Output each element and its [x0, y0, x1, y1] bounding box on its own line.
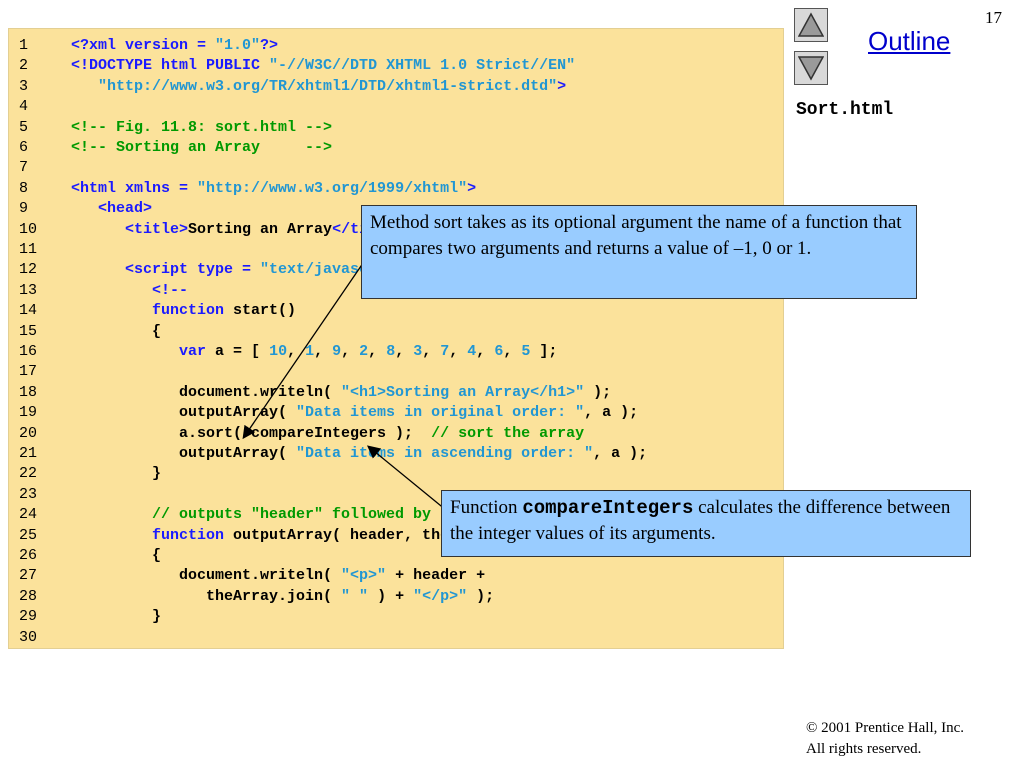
line-number: 24 — [19, 506, 38, 524]
copyright-line-1: © 2001 Prentice Hall, Inc. — [806, 720, 965, 736]
code-text: { — [71, 547, 162, 564]
code-text: <head> — [98, 200, 153, 218]
code-listing-panel: 1 <?xml version = "1.0"?> 2 <!DOCTYPE html … — [8, 28, 784, 649]
code-text: <!DOCTYPE html PUBLIC "-//W3C//DTD XHTML… — [71, 57, 576, 75]
code-text: "http://www.w3.org/TR/xhtml1/DTD/xhtml1-… — [98, 77, 567, 95]
line-number: 20 — [19, 424, 38, 442]
line-number: 15 — [19, 322, 38, 340]
line-number: 6 — [19, 139, 29, 156]
compare-callout-arrow — [366, 445, 447, 511]
sort-callout-arrow — [242, 249, 373, 440]
line-number: 23 — [19, 485, 38, 503]
line-number: 26 — [19, 547, 38, 564]
code-text: theArray.join( " " ) + "</p>" ); — [71, 587, 495, 605]
file-label: Sort.html — [796, 100, 894, 120]
line-number: 11 — [19, 241, 38, 258]
line-number: 7 — [19, 159, 29, 177]
code-text: <?xml version = "1.0"?> — [71, 37, 279, 54]
next-slide-button[interactable] — [794, 51, 828, 85]
previous-slide-button[interactable] — [794, 8, 828, 42]
compare-callout-text-before: Function — [450, 497, 523, 518]
sort-method-callout: Method sort takes as its optional argume… — [361, 205, 917, 299]
line-number: 22 — [19, 465, 38, 483]
code-text: var a = [ 10, 1, 9, 2, 8, 3, 7, 4, 6, 5 … — [179, 343, 558, 360]
code-text: <!-- Fig. 11.8: sort.html --> — [71, 118, 333, 136]
code-text: function start() — [152, 302, 297, 320]
line-number: 28 — [19, 587, 38, 605]
triangle-down-icon — [798, 56, 824, 81]
line-number: 19 — [19, 404, 38, 422]
compare-callout-text-after: calculates the difference between the in… — [450, 497, 951, 544]
triangle-up-icon — [798, 12, 824, 37]
line-number: 13 — [19, 281, 38, 299]
code-text: } — [71, 465, 162, 483]
code-text: outputArray( "Data items in ascending or… — [71, 445, 648, 462]
code-text: document.writeln( "<h1>Sorting an Array<… — [71, 383, 612, 401]
line-number: 5 — [19, 118, 29, 136]
code-text: <!-- — [152, 281, 189, 299]
copyright-line-2: All rights reserved. — [806, 741, 922, 757]
code-text: document.writeln( "<p>" + header + — [71, 567, 486, 585]
line-number: 10 — [19, 220, 38, 238]
page-number: 17 — [985, 8, 1002, 27]
copyright: © 2001 Prentice Hall, Inc. All rights re… — [806, 718, 964, 760]
code-text: outputArray( "Data items in original ord… — [71, 404, 639, 422]
code-text: <html xmlns = "http://www.w3.org/1999/xh… — [71, 179, 477, 197]
compare-callout-code: compareIntegers — [522, 497, 694, 519]
code-text: a.sort( compareIntegers ); // sort the a… — [71, 424, 585, 442]
code-text: <!-- Sorting an Array --> — [71, 139, 333, 156]
line-number: 30 — [19, 628, 38, 646]
line-number: 1 — [19, 37, 29, 54]
line-number: 17 — [19, 363, 38, 381]
line-number: 4 — [19, 98, 29, 116]
code-text: } — [71, 608, 162, 626]
line-number: 9 — [19, 200, 29, 218]
sort-callout-text: Method sort takes as its optional argume… — [370, 212, 902, 259]
line-number: 16 — [19, 343, 38, 360]
line-number: 14 — [19, 302, 38, 320]
line-number: 29 — [19, 608, 38, 626]
line-number: 27 — [19, 567, 38, 585]
line-number: 12 — [19, 261, 38, 279]
line-number: 18 — [19, 383, 38, 401]
line-number: 21 — [19, 445, 38, 462]
outline-link[interactable]: Outline — [868, 26, 951, 56]
compare-integers-callout: Function compareIntegers calculates the … — [441, 490, 971, 557]
code-text: { — [71, 322, 162, 340]
line-number: 3 — [19, 77, 29, 95]
line-number: 25 — [19, 526, 38, 544]
line-number: 8 — [19, 179, 29, 197]
line-number: 2 — [19, 57, 29, 75]
